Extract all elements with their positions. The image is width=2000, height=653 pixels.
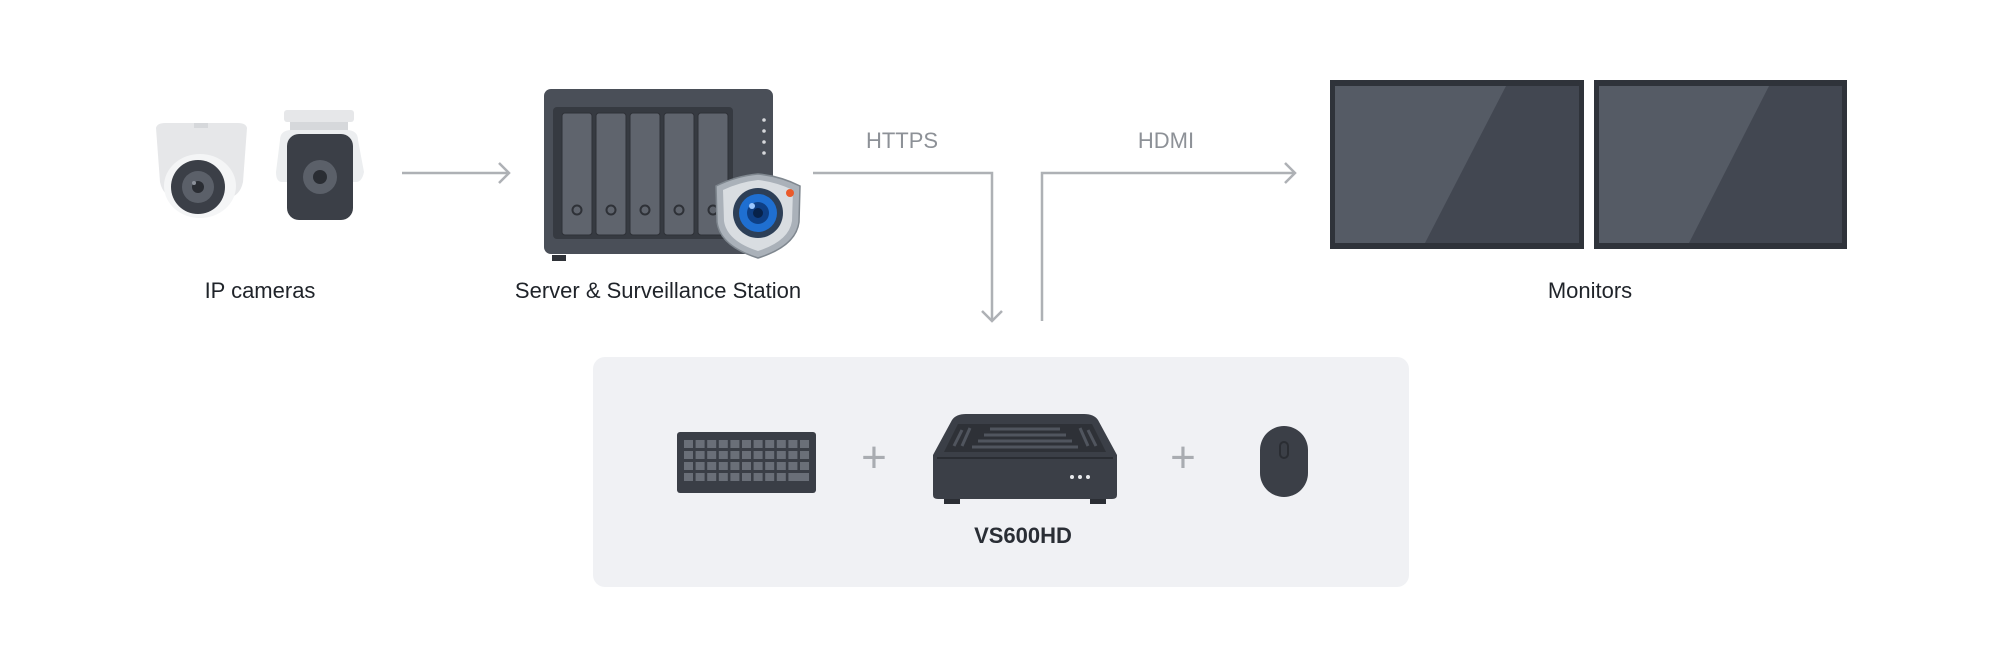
keyboard-key (707, 473, 717, 481)
keyboard-key (765, 440, 775, 448)
keyboard-key (684, 440, 693, 448)
keyboard-key (765, 473, 775, 481)
keyboard-key (765, 462, 775, 470)
keyboard-key (707, 451, 717, 459)
plus-sign-2: + (1170, 433, 1196, 482)
hdmi-label: HDMI (1137, 128, 1195, 153)
vs600hd-label: VS600HD (974, 523, 1072, 548)
keyboard-key (742, 451, 751, 459)
hdmi-connector (1040, 162, 1297, 321)
monitor-right-icon (1594, 80, 1847, 249)
surveillance-station-shield-icon (715, 173, 801, 259)
bullet-camera-icon (276, 110, 364, 220)
monitors-label: Monitors (1547, 278, 1633, 303)
mouse-icon (1260, 426, 1308, 497)
keyboard-key (695, 451, 705, 459)
keyboard-key (684, 473, 693, 481)
keyboard-key (788, 451, 798, 459)
keyboard-key (718, 473, 728, 481)
keyboard-key (753, 451, 763, 459)
keyboard-key (718, 462, 728, 470)
keyboard-key (730, 462, 740, 470)
keyboard-key (718, 440, 728, 448)
server-label: Server & Surveillance Station (514, 278, 802, 303)
keyboard-key (776, 451, 786, 459)
keyboard-key (800, 451, 809, 459)
keyboard-key (730, 473, 740, 481)
keyboard-key (800, 440, 809, 448)
keyboard-key (742, 473, 751, 481)
keyboard-key (730, 451, 740, 459)
keyboard-key (695, 440, 705, 448)
nas-server-icon (544, 89, 773, 261)
keyboard-key (788, 473, 809, 481)
keyboard-key (800, 462, 809, 470)
keyboard-key (695, 462, 705, 470)
keyboard-key (718, 451, 728, 459)
ip-cameras-label: IP cameras (204, 278, 316, 303)
keyboard-key (776, 462, 786, 470)
keyboard-key (742, 462, 751, 470)
keyboard-key (707, 462, 717, 470)
keyboard-key (788, 440, 798, 448)
monitor-left-icon (1330, 80, 1584, 249)
keyboard-key (753, 440, 763, 448)
plus-sign-1: + (861, 433, 887, 482)
arrow-cameras-to-server (402, 162, 511, 184)
keyboard-key (788, 462, 798, 470)
keyboard-key (695, 473, 705, 481)
keyboard-key (776, 440, 786, 448)
keyboard-key (742, 440, 751, 448)
keyboard-key (765, 451, 775, 459)
keyboard-key (707, 440, 717, 448)
keyboard-key (776, 473, 786, 481)
keyboard-key (684, 451, 693, 459)
keyboard-key (684, 462, 693, 470)
https-connector (813, 171, 1003, 323)
https-label: HTTPS (865, 128, 939, 153)
vs600hd-device-icon (933, 414, 1117, 504)
keyboard-icon (677, 432, 816, 493)
keyboard-key (730, 440, 740, 448)
dome-camera-icon (156, 123, 247, 218)
keyboard-key (753, 473, 763, 481)
keyboard-key (753, 462, 763, 470)
